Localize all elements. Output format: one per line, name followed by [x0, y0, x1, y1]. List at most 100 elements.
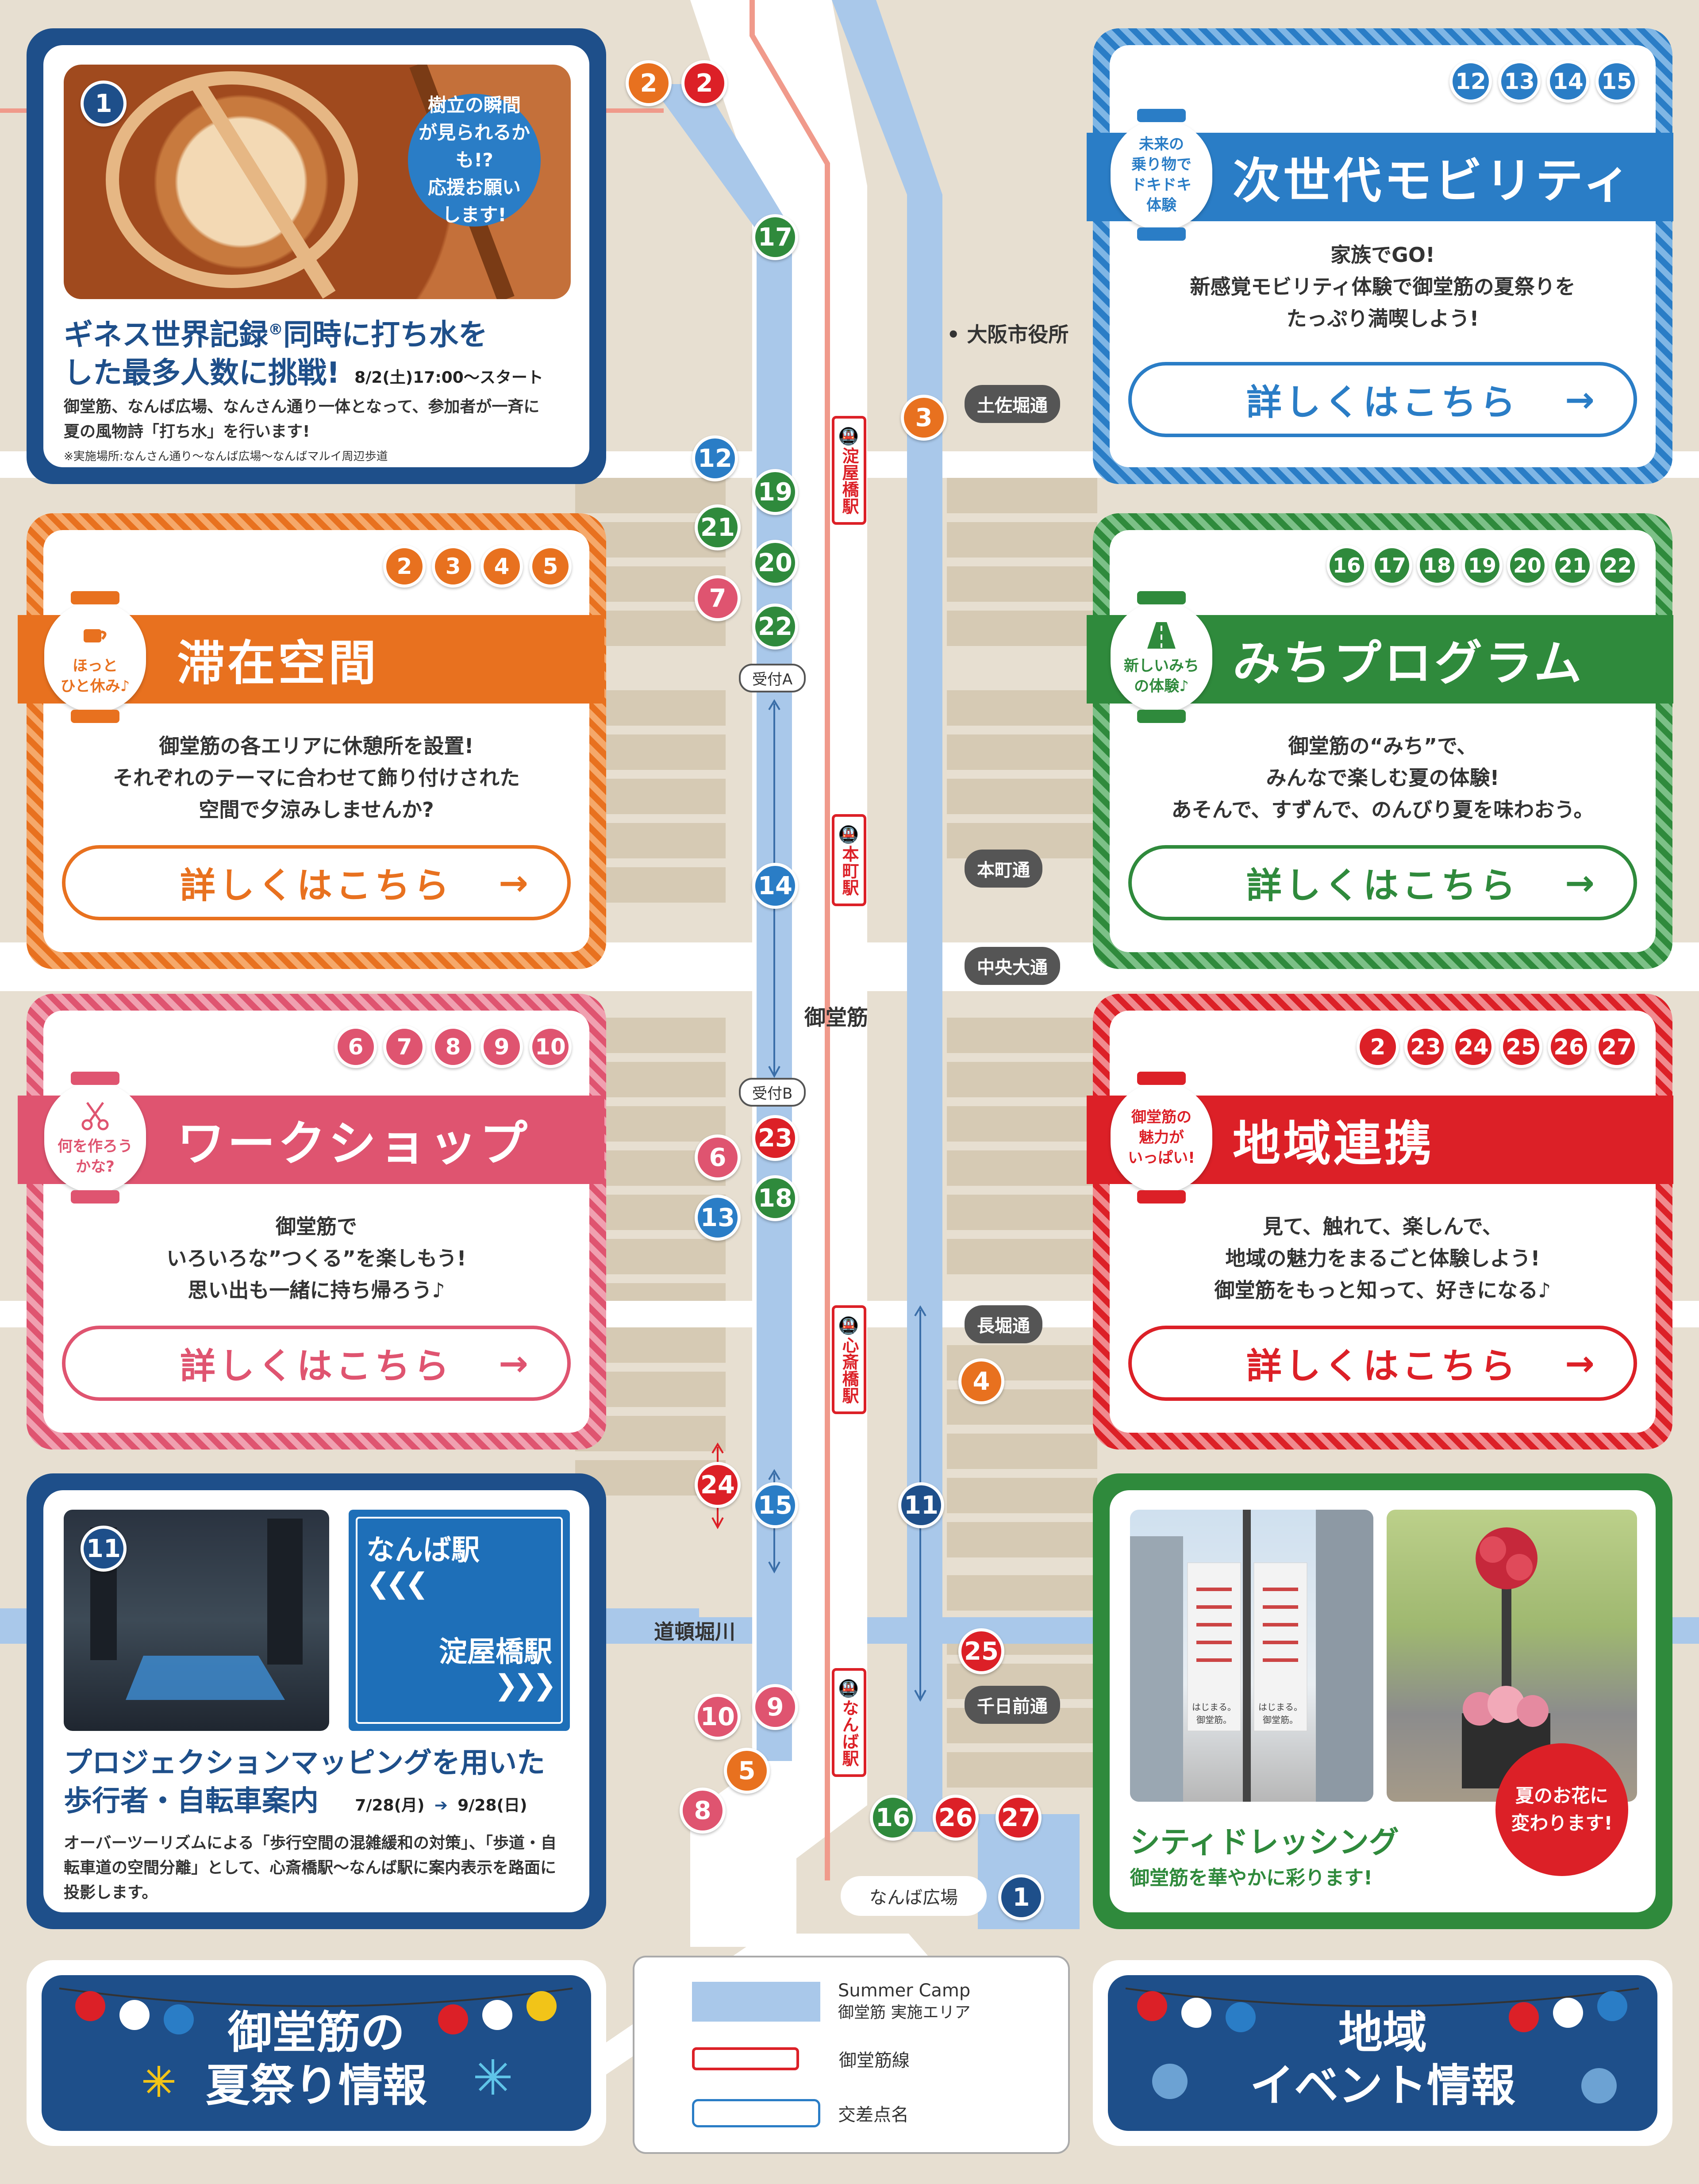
map-pin-15[interactable]: 15: [752, 1482, 798, 1528]
street-label-nagahori: 長堀通: [965, 1305, 1042, 1343]
map-pin-2-orange[interactable]: 2: [626, 60, 672, 106]
map-pin-11[interactable]: 11: [898, 1482, 944, 1528]
map-pin-13[interactable]: 13: [695, 1195, 741, 1241]
map-pin-17[interactable]: 17: [752, 214, 798, 260]
train-icon: 🚇: [839, 1679, 859, 1700]
card-pin-10: 10: [529, 1026, 572, 1068]
city-hall-label: • 大阪市役所: [947, 323, 1069, 346]
map-pin-14[interactable]: 14: [752, 863, 798, 909]
michi-lantern: 新しいみち の体験♪: [1111, 591, 1212, 723]
stay-lantern: ほっと ひと休み♪: [44, 591, 146, 723]
map-pin-9[interactable]: 9: [752, 1684, 798, 1730]
map-pin-7[interactable]: 7: [695, 575, 741, 621]
banner-caption-right: はじまる。御堂筋。: [1258, 1702, 1303, 1725]
card-pin-11: 11: [81, 1526, 127, 1572]
banner-flag-photo: はじまる。御堂筋。 はじまる。御堂筋。: [1130, 1510, 1373, 1802]
train-icon: 🚇: [839, 825, 859, 846]
region-pin-row: 2 23 24 25 26 27: [1357, 1026, 1638, 1068]
map-pin-25[interactable]: 25: [958, 1628, 1004, 1674]
speech-bubble: 樹立の瞬間が見られるかも!?応援お願いします!: [408, 94, 541, 227]
reception-a: 受付A: [739, 664, 806, 692]
map-pin-6[interactable]: 6: [695, 1134, 741, 1180]
card-pin-14: 14: [1547, 60, 1589, 103]
chevron-right-icon: ❯❯❯: [494, 1669, 557, 1702]
mobility-description: 家族でGO! 新感覚モビリティ体験で御堂筋の夏祭りを たっぷり満喫しよう!: [1190, 243, 1576, 331]
station-yodoyabashi: 🚇淀屋橋駅: [832, 416, 866, 525]
map-pin-1[interactable]: 1: [998, 1874, 1044, 1920]
card-pin-20: 20: [1507, 545, 1548, 586]
card-pin-4: 4: [480, 545, 523, 588]
workshop-pin-row: 6 7 8 9 10: [334, 1026, 572, 1068]
main-street-label: 御堂筋: [804, 1005, 869, 1030]
namba-plaza-label: なんば広場: [841, 1876, 987, 1916]
chevron-left-icon: ❮❮❮: [366, 1567, 429, 1600]
map-pin-2-red[interactable]: 2: [681, 60, 727, 106]
card-pin-18: 18: [1417, 545, 1457, 586]
card-pin-15: 15: [1595, 60, 1638, 103]
card-pin-2: 2: [383, 545, 426, 588]
reception-b: 受付B: [739, 1078, 806, 1107]
card-pin-3: 3: [432, 545, 474, 588]
station-namba: 🚇なんば駅: [832, 1668, 866, 1777]
map-pin-19[interactable]: 19: [752, 469, 798, 515]
regional-events-label: 地域 イベント情報: [1250, 2007, 1515, 2111]
guinness-card: 1 樹立の瞬間が見られるかも!?応援お願いします! ギネス世界記録®同時に打ち水…: [27, 28, 606, 484]
scissors-icon: [81, 1102, 109, 1130]
card-pin-7: 7: [383, 1026, 426, 1068]
map-pin-24[interactable]: 24: [695, 1462, 741, 1508]
map-pin-18[interactable]: 18: [752, 1175, 798, 1221]
workshop-lantern: 何を作ろう かな?: [44, 1072, 146, 1204]
stay-details-button[interactable]: 詳しくはこちら→: [62, 845, 571, 920]
map-pin-4[interactable]: 4: [958, 1358, 1004, 1404]
festival-info-button[interactable]: 御堂筋の 夏祭り情報: [27, 1960, 606, 2146]
map-pin-22[interactable]: 22: [752, 604, 798, 650]
legend-subway-swatch: [692, 2047, 799, 2070]
street-banner-illustration: [1130, 1510, 1373, 1802]
map-pin-16[interactable]: 16: [870, 1795, 916, 1841]
card-pin-6: 6: [334, 1026, 377, 1068]
card-pin-1: 1: [81, 81, 127, 127]
projection-card: 11 なんば駅 ❮❮❮ 淀屋橋駅 ❯❯❯ プロジェクションマッピングを用いた 歩…: [27, 1473, 606, 1929]
map-pin-12[interactable]: 12: [692, 435, 738, 481]
street-label-chuo-odori: 中央大通: [965, 947, 1060, 985]
legend-intersection: 交差点名: [692, 2099, 909, 2127]
card-pin-12: 12: [1449, 60, 1492, 103]
region-lantern: 御堂筋の 魅力が いっぱい!: [1111, 1072, 1212, 1204]
banner-caption-left: はじまる。御堂筋。: [1192, 1702, 1236, 1725]
regional-events-button[interactable]: 地域 イベント情報: [1093, 1960, 1672, 2146]
map-pin-8[interactable]: 8: [680, 1788, 726, 1834]
map-pin-3[interactable]: 3: [901, 395, 947, 441]
legend-intersection-swatch: [692, 2099, 820, 2127]
map-pin-27[interactable]: 27: [996, 1795, 1042, 1841]
region-details-button[interactable]: 詳しくはこちら→: [1128, 1326, 1637, 1401]
lantern-string-decoration: [59, 1988, 573, 2097]
map-pin-5[interactable]: 5: [724, 1748, 770, 1794]
station-shinsaibashi: 🚇心斎橋駅: [832, 1305, 866, 1415]
arrow-right-icon: →: [1564, 379, 1598, 420]
arrow-right-icon: →: [498, 862, 532, 904]
street-label-honmachi: 本町通: [965, 850, 1042, 888]
arrow-right-icon: →: [1564, 862, 1598, 904]
mobility-details-button[interactable]: 詳しくはこちら→: [1128, 362, 1637, 437]
sign-yodoyabashi: 淀屋橋駅: [439, 1636, 552, 1669]
map-pin-20[interactable]: 20: [752, 540, 798, 586]
train-icon: 🚇: [839, 1316, 859, 1337]
map-pin-10[interactable]: 10: [695, 1694, 741, 1740]
mobility-pin-row: 12 13 14 15: [1449, 60, 1638, 103]
michi-details-button[interactable]: 詳しくはこちら→: [1128, 845, 1637, 920]
card-pin-17: 17: [1372, 545, 1412, 586]
map-pin-26[interactable]: 26: [933, 1795, 979, 1841]
projection-description: オーバーツーリズムによる「歩行空間の混雑緩和の対策」、「歩道・自 転車道の空間分…: [64, 1834, 557, 1902]
workshop-details-button[interactable]: 詳しくはこちら→: [62, 1326, 571, 1401]
direction-sign: なんば駅 ❮❮❮ 淀屋橋駅 ❯❯❯: [349, 1510, 570, 1731]
projection-title: プロジェクションマッピングを用いた 歩行者・自転車案内 7/28(月) ➔ 9/…: [64, 1747, 545, 1818]
road-icon: [1147, 622, 1176, 649]
map-pin-23[interactable]: 23: [752, 1115, 798, 1161]
region-description: 見て、触れて、楽しんで、 地域の魅力をまるごと体験しよう! 御堂筋をもっと知って…: [1214, 1215, 1551, 1302]
michi-description: 御堂筋の“みち”で、 みんなで楽しむ夏の体験! あそんで、すずんで、のんびり夏を…: [1171, 734, 1594, 822]
card-pin-24: 24: [1452, 1026, 1495, 1068]
projection-photo: 11: [64, 1510, 329, 1731]
map-pin-21[interactable]: 21: [695, 504, 741, 550]
